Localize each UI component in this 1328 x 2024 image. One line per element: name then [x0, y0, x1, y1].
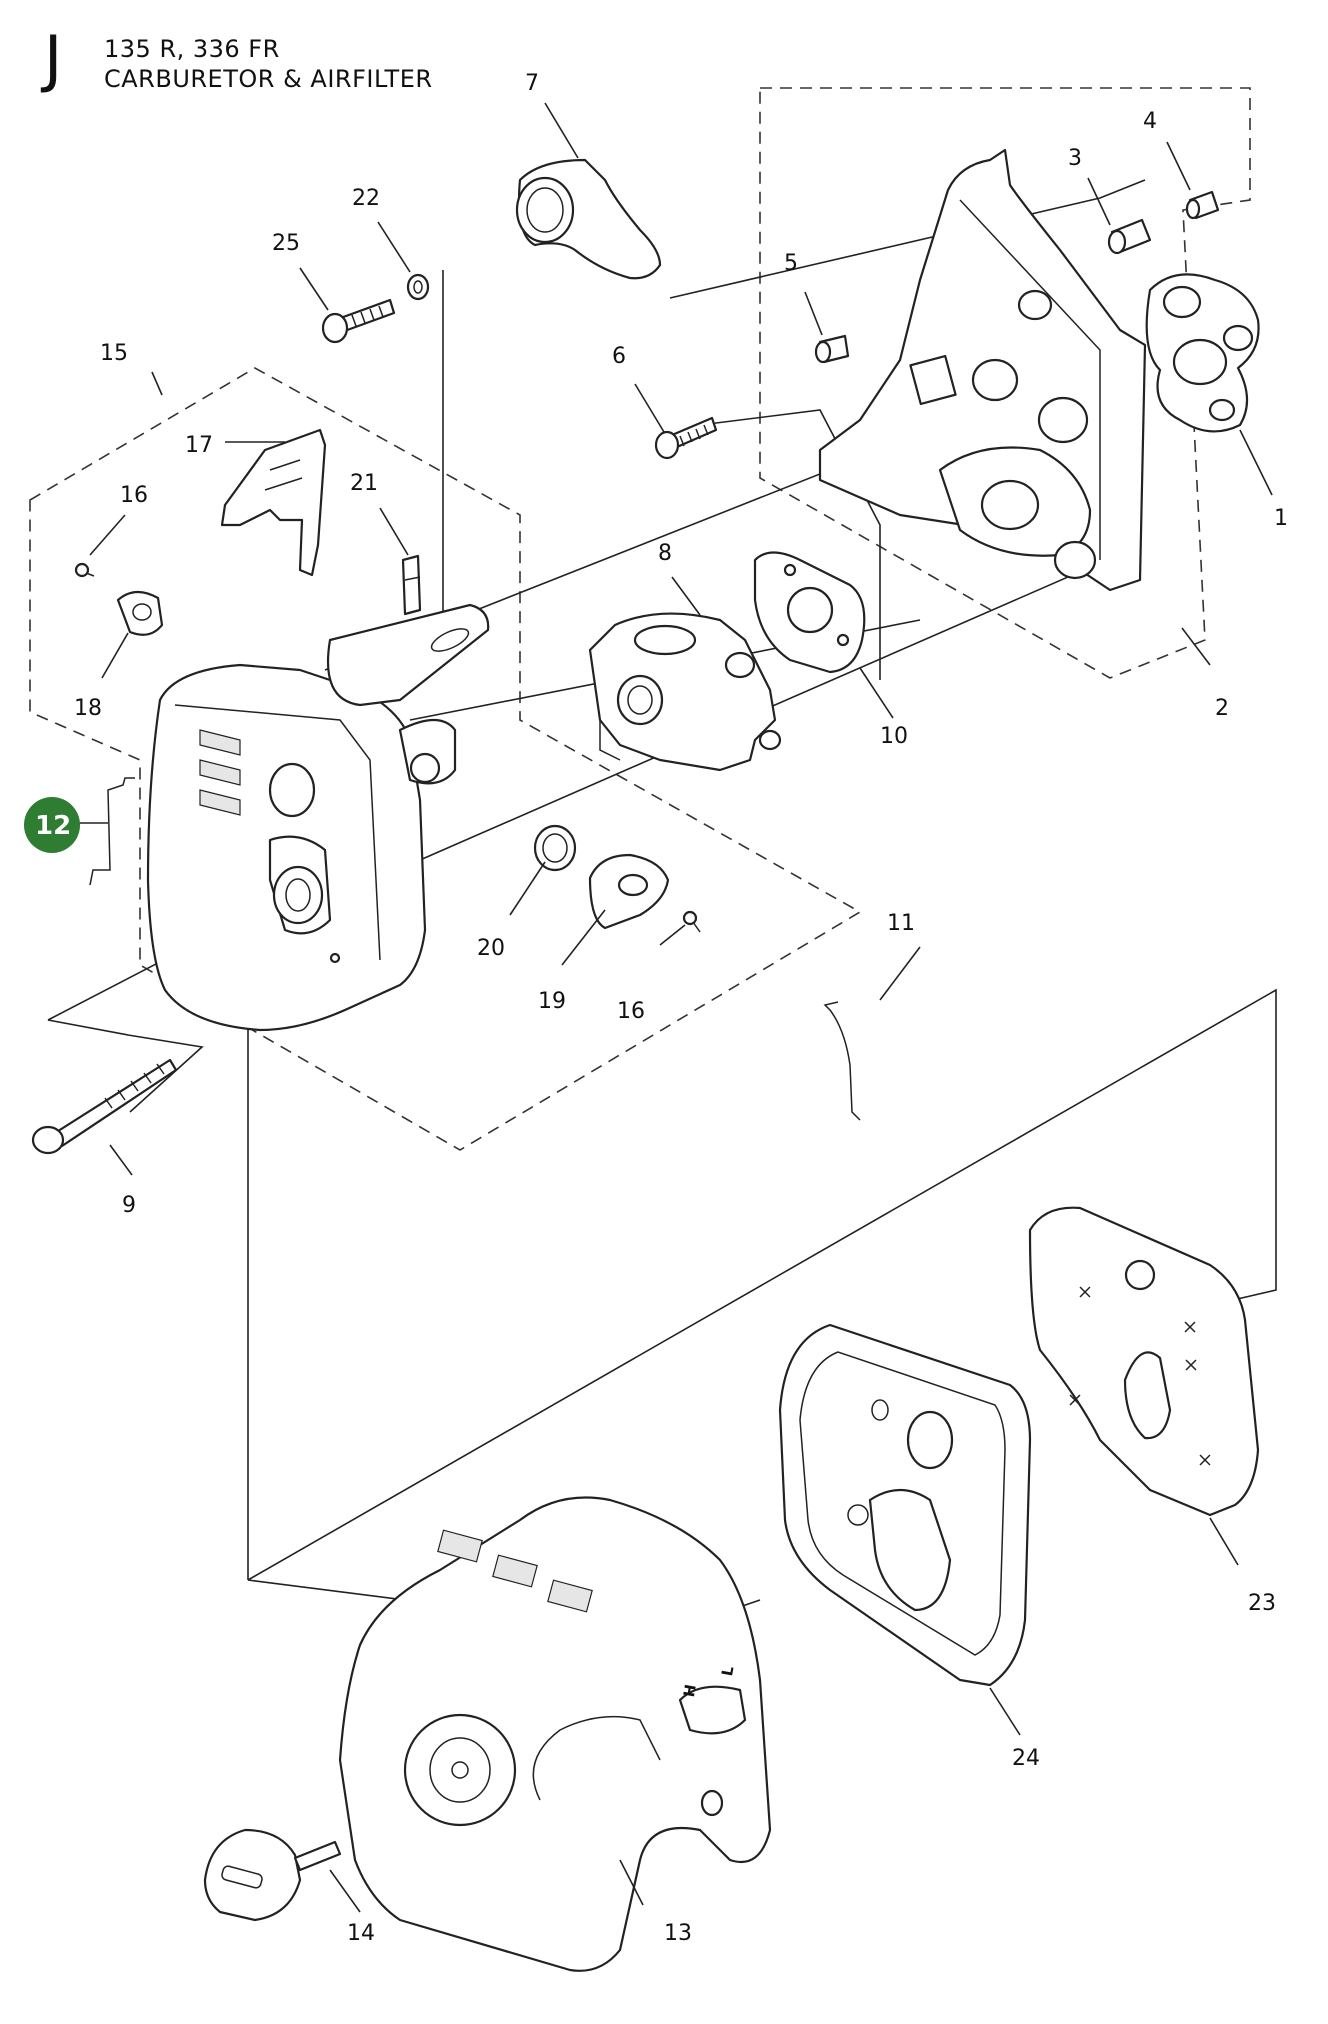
- label-part-11: 11: [887, 911, 915, 936]
- label-part-4: 4: [1143, 109, 1157, 134]
- part-19-plate: [588, 853, 670, 930]
- label-part-18: 18: [74, 696, 102, 721]
- part-23-filter-element: [1028, 1206, 1260, 1517]
- cover-mark-h: H: [680, 1683, 700, 1698]
- label-part-16-lower: 16: [617, 999, 645, 1024]
- part-7-elbow-hose: [515, 158, 662, 280]
- part-18-choke-knob: [116, 590, 164, 636]
- assembly-line-7: [669, 179, 1146, 299]
- label-part-10: 10: [880, 724, 908, 749]
- label-part-5: 5: [784, 251, 798, 276]
- assembly-line-bolt: [47, 1019, 204, 1113]
- part-10-gasket: [753, 551, 866, 674]
- part-5-sleeve: [814, 334, 850, 364]
- part-15-filter-base: [146, 603, 490, 1032]
- label-part-22: 22: [352, 186, 380, 211]
- part-16-screw-upper: [74, 562, 95, 578]
- label-part-23: 23: [1248, 1591, 1276, 1616]
- part-24-filter-frame: [778, 1323, 1032, 1687]
- part-8-carburetor: [588, 612, 782, 772]
- label-part-24: 24: [1012, 1746, 1040, 1771]
- section-letter: J: [44, 22, 63, 95]
- part-22-washer: [406, 273, 430, 301]
- leader-lines: [62, 102, 1273, 1913]
- label-part-20: 20: [477, 936, 505, 961]
- label-part-15: 15: [100, 341, 128, 366]
- model-title: 135 R, 336 FR: [104, 35, 280, 63]
- label-part-17: 17: [185, 433, 213, 458]
- part-11-choke-rod: [823, 1001, 861, 1121]
- title-block: 135 R, 336 FR CARBURETOR & AIRFILTER: [104, 34, 433, 94]
- label-part-6: 6: [612, 344, 626, 369]
- part-labels: 1 2 3 4 5 6 7 8 9 10 11 13 14 15 16 16 1…: [74, 71, 1288, 1946]
- part-2-air-intake-housing: [818, 148, 1147, 592]
- part-20-ring: [533, 824, 577, 872]
- label-part-25: 25: [272, 231, 300, 256]
- part-25-screw: [321, 298, 396, 344]
- label-part-14: 14: [347, 1921, 375, 1946]
- label-part-13: 13: [664, 1921, 692, 1946]
- part-13-air-filter-cover: [338, 1496, 772, 1972]
- diagram-title: CARBURETOR & AIRFILTER: [104, 65, 433, 93]
- callout-12-text: 12: [35, 811, 71, 841]
- part-14-knob: [203, 1828, 342, 1922]
- part-17-bracket: [220, 428, 327, 577]
- part-21-clip: [401, 554, 422, 616]
- label-part-16-upper: 16: [120, 483, 148, 508]
- cover-mark-l: L: [718, 1664, 737, 1677]
- label-part-3: 3: [1068, 146, 1082, 171]
- label-part-8: 8: [658, 541, 672, 566]
- part-6-screw: [654, 416, 718, 460]
- label-part-9: 9: [122, 1193, 136, 1218]
- part-9-long-bolt: [31, 1058, 178, 1155]
- part-12-wire: [89, 777, 135, 886]
- label-part-1: 1: [1274, 506, 1288, 531]
- part-4-bushing: [1185, 190, 1220, 220]
- label-part-7: 7: [525, 71, 539, 96]
- label-part-21: 21: [350, 471, 378, 496]
- label-part-19: 19: [538, 989, 566, 1014]
- part-3-bushing: [1107, 218, 1152, 255]
- label-part-2: 2: [1215, 696, 1229, 721]
- callout-12-badge[interactable]: 12: [24, 797, 80, 853]
- part-16-screw-lower: [682, 910, 701, 933]
- part-1-intake-flange: [1145, 273, 1260, 433]
